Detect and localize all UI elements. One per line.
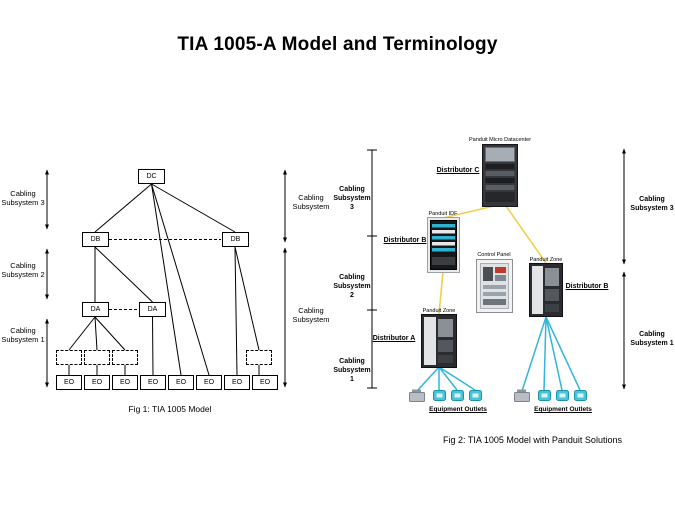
node-optional-3 [112,350,138,365]
node-dc: DC [138,169,165,184]
panduit-idf-image [427,217,460,273]
node-eo-8: EO [252,375,278,390]
panduit-zone-left-image [421,314,457,368]
node-da-right: DA [139,302,166,317]
equipment-outlets-right-image [513,387,593,405]
node-eo-7: EO [224,375,250,390]
panduit-zone-right-image [529,263,563,317]
fig2-left-label-subsystem1: Cabling Subsystem 1 [333,358,371,383]
fig1-left-label-subsystem1: Cabling Subsystem 1 [1,326,45,344]
fig2-right-label-subsystem3: Cabling Subsystem 3 [630,196,674,212]
node-eo-1: EO [56,375,82,390]
panduit-idf-cabinet [427,217,460,273]
distributor-c-label: Distributor C [436,167,480,174]
micro-datacenter-cabinet [482,144,518,207]
fig2-left-label-subsystem3: Cabling Subsystem 3 [333,186,371,211]
equipment-outlets-right-label: Equipment Outlets [534,406,592,413]
node-db-left: DB [82,232,109,247]
node-eo-4: EO [140,375,166,390]
panduit-idf-label: Panduit IDF [428,211,458,217]
slide-title: TIA 1005-A Model and Terminology [177,34,498,55]
node-db-right: DB [222,232,249,247]
control-panel-image [476,259,513,313]
distributor-b-idf-label: Distributor B [383,237,427,244]
node-da-left: DA [82,302,109,317]
fig2-left-label-subsystem2: Cabling Subsystem 2 [333,274,371,299]
fig1-right-label-top: Cabling Subsystem [292,193,330,211]
equipment-outlets-left-devices [409,389,482,402]
control-panel-box [476,259,513,313]
equipment-outlets-left-image [408,387,488,405]
micro-datacenter-label: Panduit Micro Datacenter [468,137,532,143]
fig2-right-label-subsystem1: Cabling Subsystem 1 [630,331,674,347]
distributor-a-label: Distributor A [372,335,416,342]
fig1-left-label-subsystem2: Cabling Subsystem 2 [1,261,45,279]
node-eo-3: EO [112,375,138,390]
node-eo-2: EO [84,375,110,390]
fig1-left-label-subsystem3: Cabling Subsystem 3 [1,189,45,207]
fig1-tree-lines [68,183,260,376]
equipment-outlets-left-label: Equipment Outlets [429,406,487,413]
micro-datacenter-image [482,144,518,207]
panduit-zone-right-label: Panduit Zone [529,257,563,263]
fig2-caption: Fig 2: TIA 1005 Model with Panduit Solut… [443,435,622,445]
node-optional-4 [246,350,272,365]
node-optional-2 [84,350,110,365]
node-eo-5: EO [168,375,194,390]
node-optional-1 [56,350,82,365]
fig1-right-label-bottom: Cabling Subsystem [292,306,330,324]
fig1-caption: Fig 1: TIA 1005 Model [128,404,212,414]
equipment-outlets-right-devices [514,389,587,402]
panduit-zone-left-label: Panduit Zone [422,308,456,314]
control-panel-label: Control Panel [477,252,511,258]
node-eo-6: EO [196,375,222,390]
distributor-b-zone-label: Distributor B [565,283,609,290]
panduit-zone-left-cabinet [421,314,457,368]
panduit-zone-right-cabinet [529,263,563,317]
